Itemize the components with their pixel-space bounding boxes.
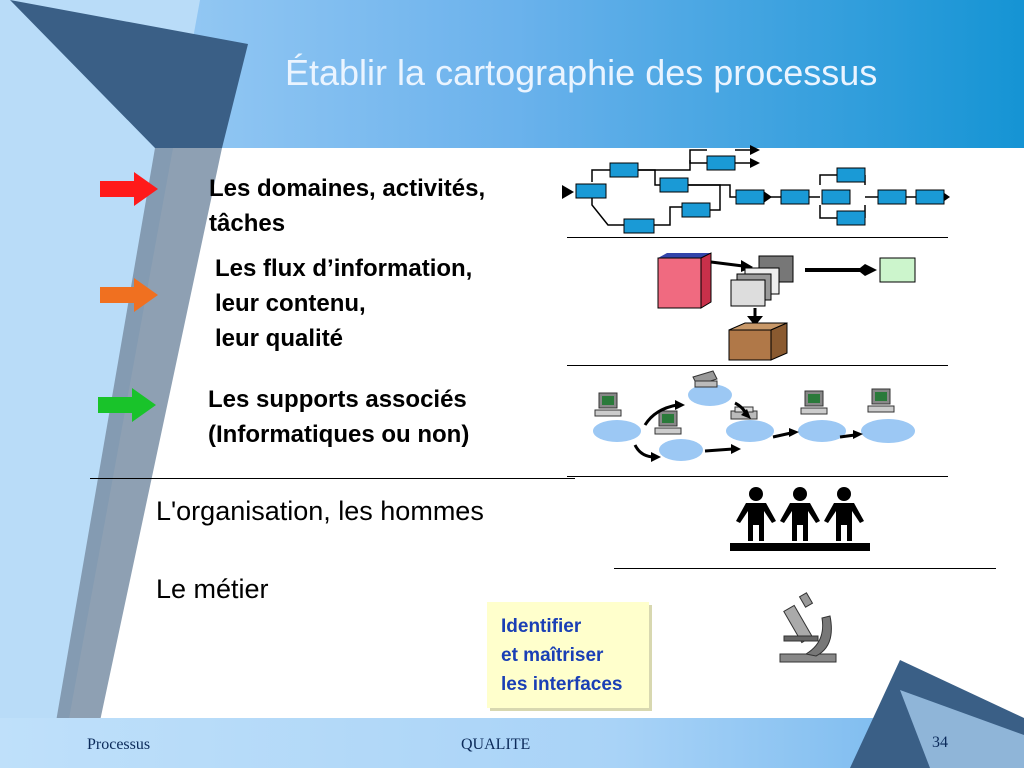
bullet-supports: Les supports associés (Informatiques ou … — [208, 386, 470, 448]
callout-text: Identifier et maîtriser les interfaces — [501, 616, 623, 695]
green-arrow-icon — [98, 388, 156, 422]
slide-title: Établir la cartographie des processus — [285, 52, 878, 93]
bullet-flux: Les flux d’information, leur contenu, le… — [215, 255, 473, 352]
separator-line — [567, 476, 948, 477]
people-icon — [730, 487, 870, 551]
microscope-icon — [779, 592, 837, 663]
interfaces-callout: Identifier et maîtriser les interfaces — [487, 602, 649, 708]
separator-line — [614, 568, 996, 569]
supports-network-illustration — [593, 370, 915, 462]
footer-left: Processus — [87, 736, 151, 753]
information-flow-illustration — [657, 252, 916, 361]
separator-line — [567, 365, 948, 366]
separator-line — [90, 478, 575, 479]
separator-line — [567, 237, 948, 238]
process-flow-diagram — [562, 145, 950, 234]
red-arrow-icon — [100, 172, 158, 206]
orange-arrow-icon — [100, 278, 158, 312]
footer-center: QUALITE — [461, 736, 531, 753]
metier-label: Le métier — [156, 574, 269, 604]
bullet-domaines: Les domaines, activités, tâches — [209, 175, 486, 237]
page-number: 34 — [932, 734, 948, 751]
organisation-label: L'organisation, les hommes — [156, 496, 484, 526]
computer-icon — [594, 392, 622, 417]
